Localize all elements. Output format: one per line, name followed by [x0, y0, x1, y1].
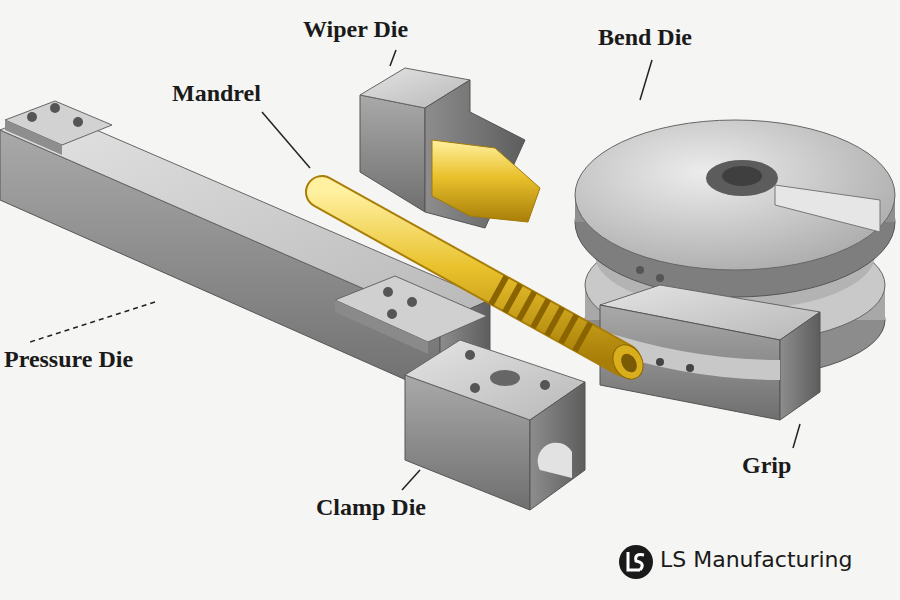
leader-lines [30, 50, 800, 490]
part-label: Grip [742, 452, 791, 478]
part-label: Wiper Die [303, 16, 408, 42]
wiper-die [360, 68, 540, 228]
clamp-die [405, 340, 585, 510]
grip [600, 285, 820, 420]
part-label: Pressure Die [4, 346, 133, 372]
watermark: LS Manufacturing [660, 548, 853, 572]
logo-icon [619, 545, 653, 579]
mandrel [322, 192, 649, 385]
part-label: Mandrel [172, 80, 261, 106]
part-label: Clamp Die [316, 494, 426, 520]
part-label: Bend Die [598, 24, 692, 50]
